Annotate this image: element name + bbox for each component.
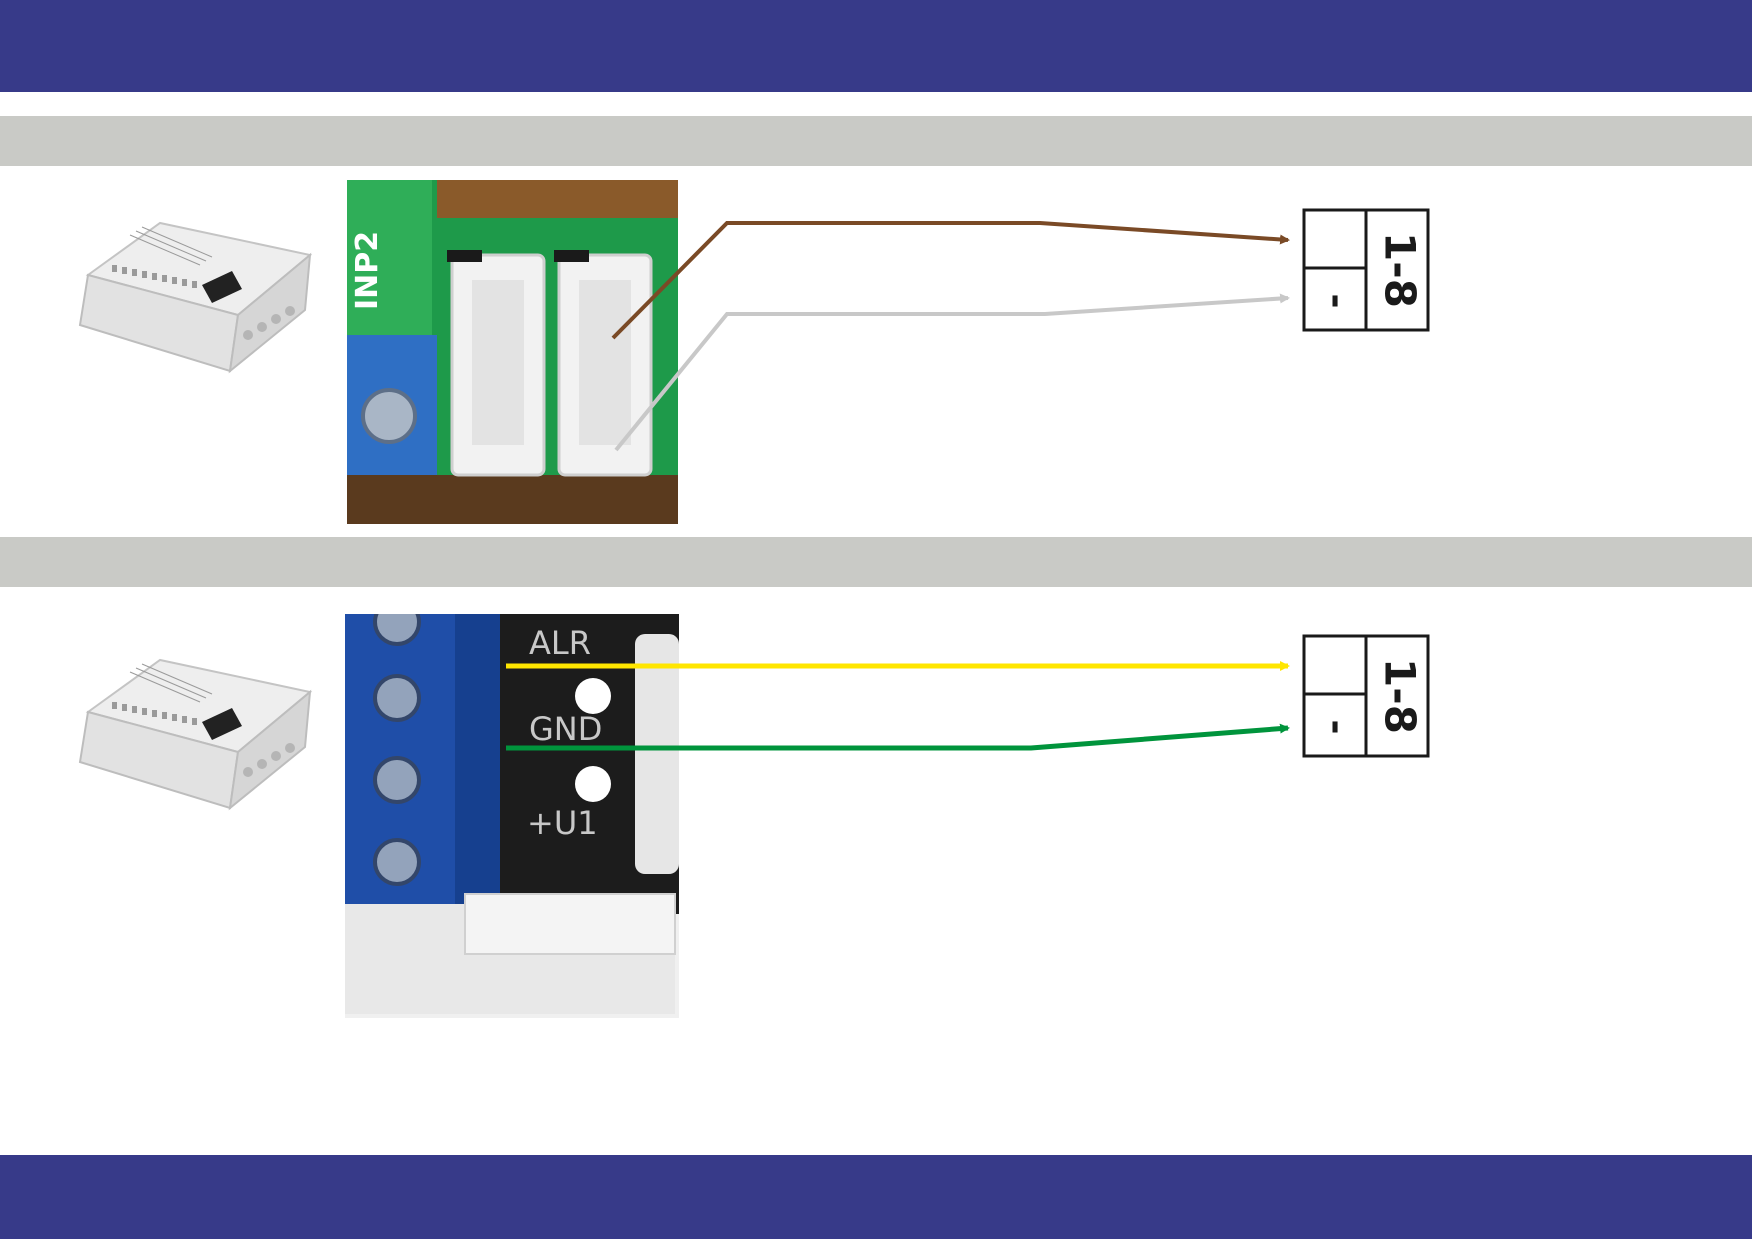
- footer-band: [0, 1155, 1752, 1239]
- u1-label: +U1: [527, 804, 598, 842]
- section-1-band: [0, 116, 1752, 166]
- section-2-band: [0, 537, 1752, 587]
- gsm-module-device-icon-2: [78, 658, 313, 811]
- alr-label: ALR: [529, 624, 591, 662]
- gsm-module-device-icon: [78, 221, 313, 374]
- green-wire: [506, 723, 1290, 751]
- pcb-connector-photo: INP2: [347, 180, 678, 524]
- white-wire: [614, 293, 1290, 452]
- terminal-block-2: 1-8 -: [1302, 634, 1430, 758]
- gnd-label: GND: [529, 710, 602, 748]
- terminal-1-bottom-label: -: [1316, 294, 1357, 309]
- terminal-2-top-label: 1-8: [1376, 658, 1425, 734]
- terminal-block-1: 1-8 -: [1302, 208, 1430, 332]
- header-band: [0, 0, 1752, 92]
- terminal-1-top-label: 1-8: [1376, 232, 1425, 308]
- terminal-2-bottom-label: -: [1316, 720, 1357, 735]
- brown-wire: [611, 221, 1290, 340]
- board-label: INP2: [350, 231, 385, 310]
